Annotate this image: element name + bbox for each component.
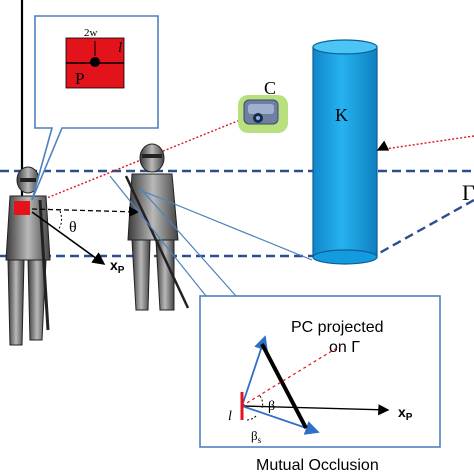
xp-main-label: xP (110, 257, 125, 276)
xp-arrow (31, 211, 106, 265)
plane-gamma (0, 169, 474, 258)
camera-icon (238, 95, 288, 133)
red-marker (14, 201, 30, 215)
inset-beta-label: β (268, 399, 275, 414)
plane-label: Γ (462, 180, 474, 205)
callout-width-label: 2w (84, 27, 98, 39)
inset-l-label: l (228, 409, 232, 424)
caption: Mutual Occlusion (256, 457, 379, 474)
red-sightlines (21, 119, 474, 209)
inset-xp-label: xP (398, 404, 413, 423)
inset-connectors (109, 175, 313, 297)
theta-arc (57, 210, 63, 231)
cylinder-shape (312, 39, 378, 265)
knight-figure-left (5, 166, 51, 346)
inset-text-line1: PC projected (291, 319, 384, 336)
callout-top (31, 15, 159, 201)
inset-box (199, 295, 441, 448)
inset-beta-s-label: βs (251, 428, 262, 445)
callout-length-label: l (118, 40, 122, 56)
inset-text-line2: on Γ (329, 339, 360, 356)
callout-point-label: P (75, 69, 84, 88)
theta-label: θ (69, 219, 77, 236)
camera-label: C (264, 78, 276, 98)
knight-figure-right (124, 143, 190, 311)
dashed-ref-arrow (31, 206, 140, 217)
inset-geometry (240, 335, 390, 435)
red-arrow-head (376, 140, 390, 151)
cylinder-label: K (335, 105, 348, 125)
